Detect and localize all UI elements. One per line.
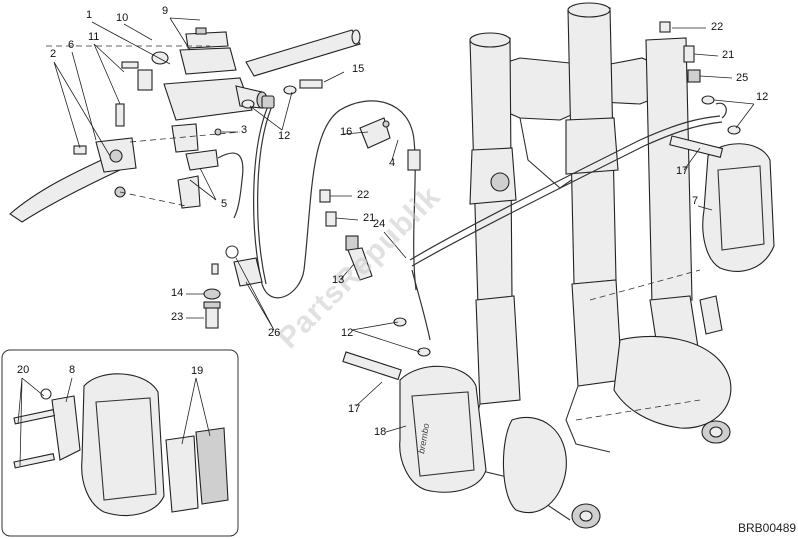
drawing-code: BRB00489 <box>738 521 796 535</box>
callout-label-26: 26 <box>268 327 280 339</box>
callout-label-11: 11 <box>88 31 99 43</box>
callout-label-22: 22 <box>357 189 369 201</box>
leader-lines <box>17 17 755 467</box>
callout-label-13: 13 <box>332 274 344 286</box>
callout-label-17: 17 <box>348 403 360 415</box>
callout-label-2: 2 <box>50 48 56 60</box>
bleed-fittings <box>203 21 741 357</box>
callout-label-15: 15 <box>352 63 364 75</box>
callout-label-4: 4 <box>389 157 395 169</box>
callout-label-20: 20 <box>17 364 29 376</box>
callout-label-5: 5 <box>221 198 227 210</box>
callout-label-16: 16 <box>340 126 352 138</box>
brake-hoses <box>241 29 727 341</box>
callout-label-1: 1 <box>86 9 92 21</box>
master-cylinder-assembly <box>9 27 268 223</box>
assembly-dashed-lines <box>46 45 701 421</box>
callout-label-10: 10 <box>116 12 128 24</box>
front-fork-assembly <box>469 2 732 529</box>
callout-label-9: 9 <box>162 5 168 17</box>
brake-caliper-right <box>669 135 775 272</box>
callout-label-12: 12 <box>756 91 768 103</box>
callout-label-3: 3 <box>241 124 247 136</box>
callout-label-19: 19 <box>191 365 203 377</box>
callout-label-8: 8 <box>69 364 75 376</box>
callout-label-12: 12 <box>341 327 353 339</box>
callout-label-23: 23 <box>171 311 183 323</box>
callout-label-17: 17 <box>676 165 688 177</box>
brake-caliper-left: brembo <box>342 351 487 493</box>
callout-label-14: 14 <box>171 287 183 299</box>
callout-label-7: 7 <box>692 195 698 207</box>
callout-label-6: 6 <box>68 39 74 51</box>
inset-box <box>1 349 239 537</box>
callout-label-12: 12 <box>278 130 290 142</box>
callout-label-18: 18 <box>374 426 386 438</box>
callout-label-24: 24 <box>373 218 385 230</box>
callout-label-21: 21 <box>722 49 734 61</box>
callout-label-21: 21 <box>363 212 375 224</box>
callout-label-25: 25 <box>736 72 748 84</box>
callout-label-22: 22 <box>711 21 723 33</box>
